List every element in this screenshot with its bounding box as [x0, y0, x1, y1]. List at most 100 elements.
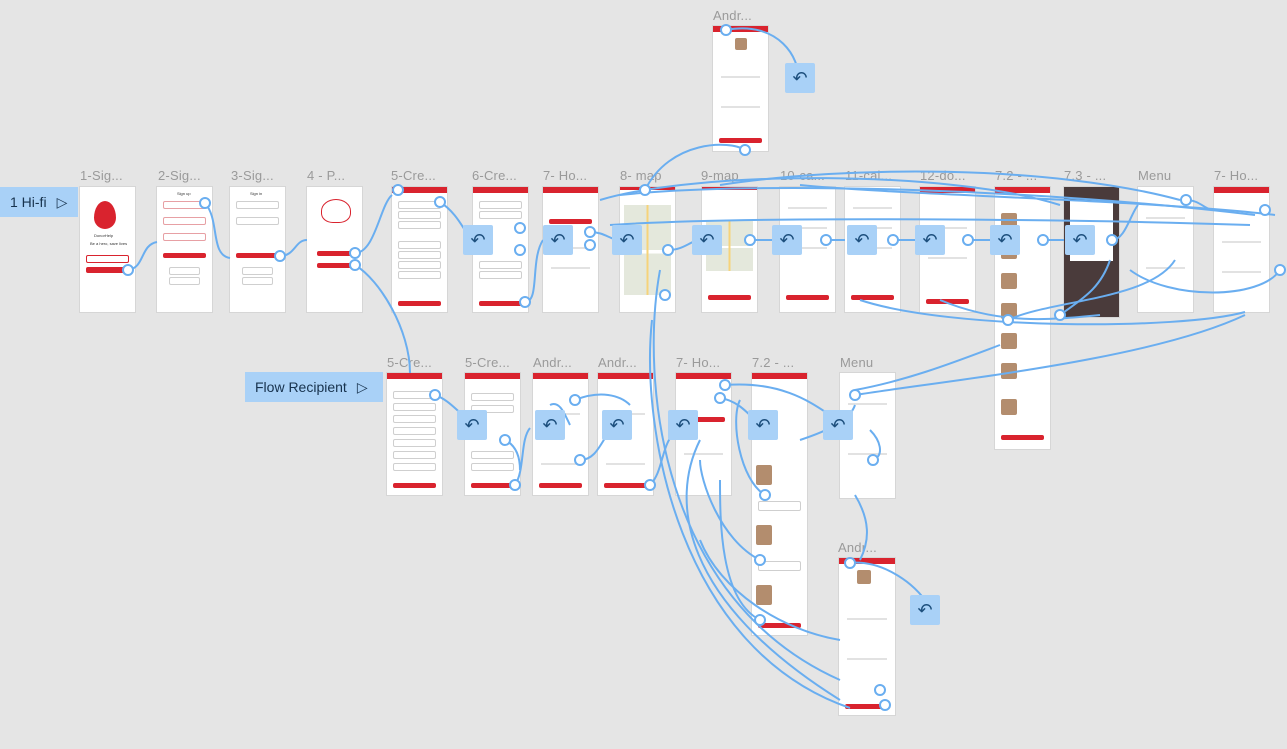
back-action-icon[interactable]: ↶	[463, 225, 493, 255]
frame-label-p4[interactable]: 4 - P...	[307, 168, 346, 183]
back-action-icon[interactable]: ↶	[772, 225, 802, 255]
submit-button[interactable]	[539, 483, 582, 488]
field[interactable]	[393, 415, 436, 423]
field[interactable]	[479, 261, 522, 269]
back-action-icon[interactable]: ↶	[612, 225, 642, 255]
field[interactable]	[471, 405, 514, 413]
field[interactable]	[398, 241, 441, 249]
google-button[interactable]	[242, 267, 273, 275]
save-button[interactable]	[758, 623, 801, 628]
frame-label-andr-bottom[interactable]: Andr...	[838, 540, 877, 555]
back-action-icon[interactable]: ↶	[823, 410, 853, 440]
schedule-button[interactable]	[851, 295, 894, 300]
field[interactable]	[398, 221, 441, 229]
facebook-button[interactable]	[169, 277, 200, 285]
message-input[interactable]	[758, 561, 801, 571]
submit-button[interactable]	[604, 483, 647, 488]
frame-label-r-home7[interactable]: 7- Ho...	[676, 355, 721, 370]
save-button[interactable]	[1001, 435, 1044, 440]
field[interactable]	[393, 403, 436, 411]
frame-label-r-menu[interactable]: Menu	[840, 355, 874, 370]
signup-button[interactable]	[163, 253, 206, 258]
message-input[interactable]	[758, 501, 801, 511]
donate-button[interactable]	[926, 299, 969, 304]
back-action-icon[interactable]: ↶	[457, 410, 487, 440]
signin-button[interactable]	[236, 253, 279, 258]
field[interactable]	[393, 463, 436, 471]
field[interactable]	[398, 251, 441, 259]
field[interactable]	[471, 451, 514, 459]
back-action-icon[interactable]: ↶	[847, 225, 877, 255]
frame-signin3[interactable]: Sign in	[230, 187, 285, 312]
back-action-icon[interactable]: ↶	[535, 410, 565, 440]
field[interactable]	[393, 451, 436, 459]
frame-label-home7[interactable]: 7- Ho...	[543, 168, 588, 183]
sign-in-button[interactable]	[86, 267, 129, 273]
play-icon[interactable]: ▷	[56, 193, 68, 210]
back-action-icon[interactable]: ↶	[748, 410, 778, 440]
next-button[interactable]	[471, 483, 514, 488]
google-button[interactable]	[169, 267, 200, 275]
cta-button[interactable]	[549, 219, 592, 224]
field[interactable]	[471, 463, 514, 471]
field[interactable]	[479, 201, 522, 209]
submit-button[interactable]	[398, 301, 441, 306]
field[interactable]	[471, 393, 514, 401]
flow-tag-hifi[interactable]: 1 Hi-fi ▷	[0, 187, 78, 217]
frame-label-r-andr2[interactable]: Andr...	[598, 355, 637, 370]
submit-button[interactable]	[479, 301, 522, 306]
field[interactable]	[479, 211, 522, 219]
connection-node	[744, 234, 756, 246]
frame-label-home7b[interactable]: 7- Ho...	[1214, 168, 1259, 183]
facebook-button[interactable]	[242, 277, 273, 285]
save-button[interactable]	[719, 138, 762, 143]
next-button[interactable]	[393, 483, 436, 488]
frame-label-r-create5b[interactable]: 5-Cre...	[465, 355, 510, 370]
divider	[606, 463, 645, 465]
recipient-button[interactable]	[317, 263, 352, 268]
back-action-icon[interactable]: ↶	[692, 225, 722, 255]
input-email[interactable]	[236, 201, 279, 209]
donor-button[interactable]	[317, 251, 352, 256]
field[interactable]	[393, 427, 436, 435]
input-email[interactable]	[163, 217, 206, 225]
back-action-icon[interactable]: ↶	[910, 595, 940, 625]
back-action-icon[interactable]: ↶	[668, 410, 698, 440]
cta-button[interactable]	[682, 417, 725, 422]
field[interactable]	[398, 261, 441, 269]
back-action-icon[interactable]: ↶	[1065, 225, 1095, 255]
divider	[721, 76, 760, 78]
back-action-icon[interactable]: ↶	[915, 225, 945, 255]
frame-create5[interactable]	[392, 187, 447, 312]
play-icon[interactable]: ▷	[356, 378, 368, 395]
flow-tag-recipient[interactable]: Flow Recipient ▷	[245, 372, 383, 402]
frame-label-r-f72[interactable]: 7.2 - ...	[752, 355, 795, 370]
field[interactable]	[393, 439, 436, 447]
frame-label-r-andr1[interactable]: Andr...	[533, 355, 572, 370]
frame-label-create6[interactable]: 6-Cre...	[472, 168, 517, 183]
back-action-icon[interactable]: ↶	[543, 225, 573, 255]
frame-label-map9[interactable]: 9-map	[701, 168, 739, 183]
back-action-icon[interactable]: ↶	[990, 225, 1020, 255]
frame-label-signin2[interactable]: 2-Sig...	[158, 168, 201, 183]
save-button[interactable]	[845, 704, 889, 709]
schedule-button[interactable]	[786, 295, 829, 300]
frame-label-andr-top[interactable]: Andr...	[713, 8, 752, 23]
schedule-button[interactable]	[708, 295, 751, 300]
back-action-icon[interactable]: ↶	[602, 410, 632, 440]
field[interactable]	[398, 211, 441, 219]
log-in-outline-button[interactable]	[86, 255, 129, 263]
frame-cal10[interactable]	[780, 187, 835, 312]
frame-label-menu[interactable]: Menu	[1138, 168, 1172, 183]
frame-label-signin3[interactable]: 3-Sig...	[231, 168, 274, 183]
input-password[interactable]	[236, 217, 279, 225]
field[interactable]	[479, 271, 522, 279]
frame-label-f73[interactable]: 7.3 - ...	[1064, 168, 1107, 183]
frame-signin1[interactable]: DonorHelp Be a hero, save lives	[80, 187, 135, 312]
back-action-icon[interactable]: ↶	[785, 63, 815, 93]
field[interactable]	[398, 271, 441, 279]
frame-label-create5[interactable]: 5-Cre...	[391, 168, 436, 183]
input-password[interactable]	[163, 233, 206, 241]
frame-label-signin1[interactable]: 1-Sig...	[80, 168, 123, 183]
